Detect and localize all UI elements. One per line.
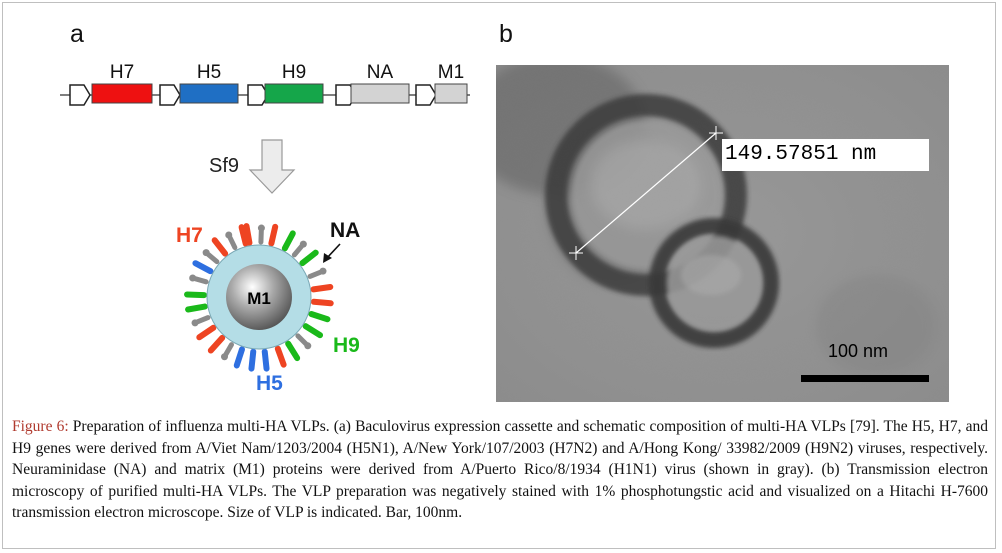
h9-spike — [184, 291, 208, 299]
h5-spike — [192, 260, 214, 275]
na-spike — [193, 276, 209, 285]
h7-spike — [207, 334, 226, 354]
h7-spike — [310, 283, 334, 293]
gene-label-h7: H7 — [110, 62, 134, 83]
tem-image — [496, 65, 949, 402]
na-spike — [205, 252, 220, 265]
na-spike-head — [299, 240, 307, 248]
cell-line-label: Sf9 — [209, 155, 239, 177]
h5-spike — [261, 348, 270, 372]
gene-label-na: NA — [367, 62, 394, 83]
na-spike — [227, 235, 238, 251]
na-spike — [295, 333, 309, 347]
gene-label-h5: H5 — [197, 62, 221, 83]
vlp-spikes — [184, 223, 334, 372]
gene-label-h9: H9 — [282, 62, 306, 83]
gene-box-na — [350, 83, 410, 104]
na-spike — [307, 269, 323, 279]
h7-spike — [274, 345, 287, 368]
panel-a-label: a — [70, 20, 84, 48]
promoter-arrow-icon — [159, 84, 181, 106]
h7-spike — [310, 298, 334, 307]
gene-box-h5 — [179, 83, 239, 104]
na-spike — [195, 315, 211, 325]
h9-spike — [285, 340, 301, 362]
h9-spike — [299, 249, 319, 267]
gene-box-h9 — [264, 83, 324, 104]
down-arrow-icon — [248, 139, 296, 194]
h7-label: H7 — [176, 224, 203, 247]
h7-spike — [268, 223, 279, 247]
na-spike-head — [191, 319, 199, 327]
scale-bar — [801, 375, 929, 382]
h7-spike — [196, 324, 217, 341]
m1-label: M1 — [247, 289, 271, 308]
na-label: NA — [330, 219, 360, 242]
na-spike-head — [304, 342, 312, 350]
na-spike-head — [257, 224, 265, 232]
h7-spike — [238, 224, 249, 247]
m1-core — [226, 264, 292, 330]
na-spike-head — [225, 231, 233, 239]
promoter-arrow-icon — [69, 84, 91, 106]
scale-bar-label: 100 nm — [828, 341, 889, 361]
na-spike-head — [319, 267, 327, 275]
promoter-arrow-icon — [415, 84, 437, 106]
h5-label: H5 — [256, 372, 283, 395]
gene-box-m1 — [434, 83, 468, 104]
na-arrowhead-icon — [323, 253, 332, 263]
na-spike-head — [189, 274, 197, 282]
h5-spike — [248, 348, 257, 372]
h9-spike — [302, 323, 324, 339]
figure-caption: Figure 6: Preparation of influenza multi… — [12, 416, 988, 524]
size-measurement-label: 149.57851 nm — [722, 139, 929, 171]
gene-box-h7 — [91, 83, 153, 104]
panel-b-micrograph: 149.57851 nm 100 nm — [496, 65, 949, 402]
h9-spike — [185, 303, 208, 313]
na-spike-head — [202, 249, 210, 257]
expression-cassette: H7 H5 H9 NA M1 — [69, 62, 468, 106]
caption-text: Preparation of influenza multi-HA VLPs. … — [12, 418, 988, 521]
h7-spike — [243, 223, 253, 246]
caption-label: Figure 6: — [12, 418, 69, 435]
h5-spike — [233, 346, 246, 369]
h9-spike — [281, 230, 296, 252]
h9-label: H9 — [333, 334, 360, 357]
gene-label-m1: M1 — [438, 62, 464, 83]
na-spike — [291, 243, 304, 258]
h9-spike — [308, 310, 331, 323]
measurement-line — [575, 132, 717, 254]
na-spike-head — [221, 353, 228, 361]
h7-spike — [211, 237, 229, 257]
na-spike — [223, 342, 234, 357]
panel-b-label: b — [499, 20, 513, 48]
